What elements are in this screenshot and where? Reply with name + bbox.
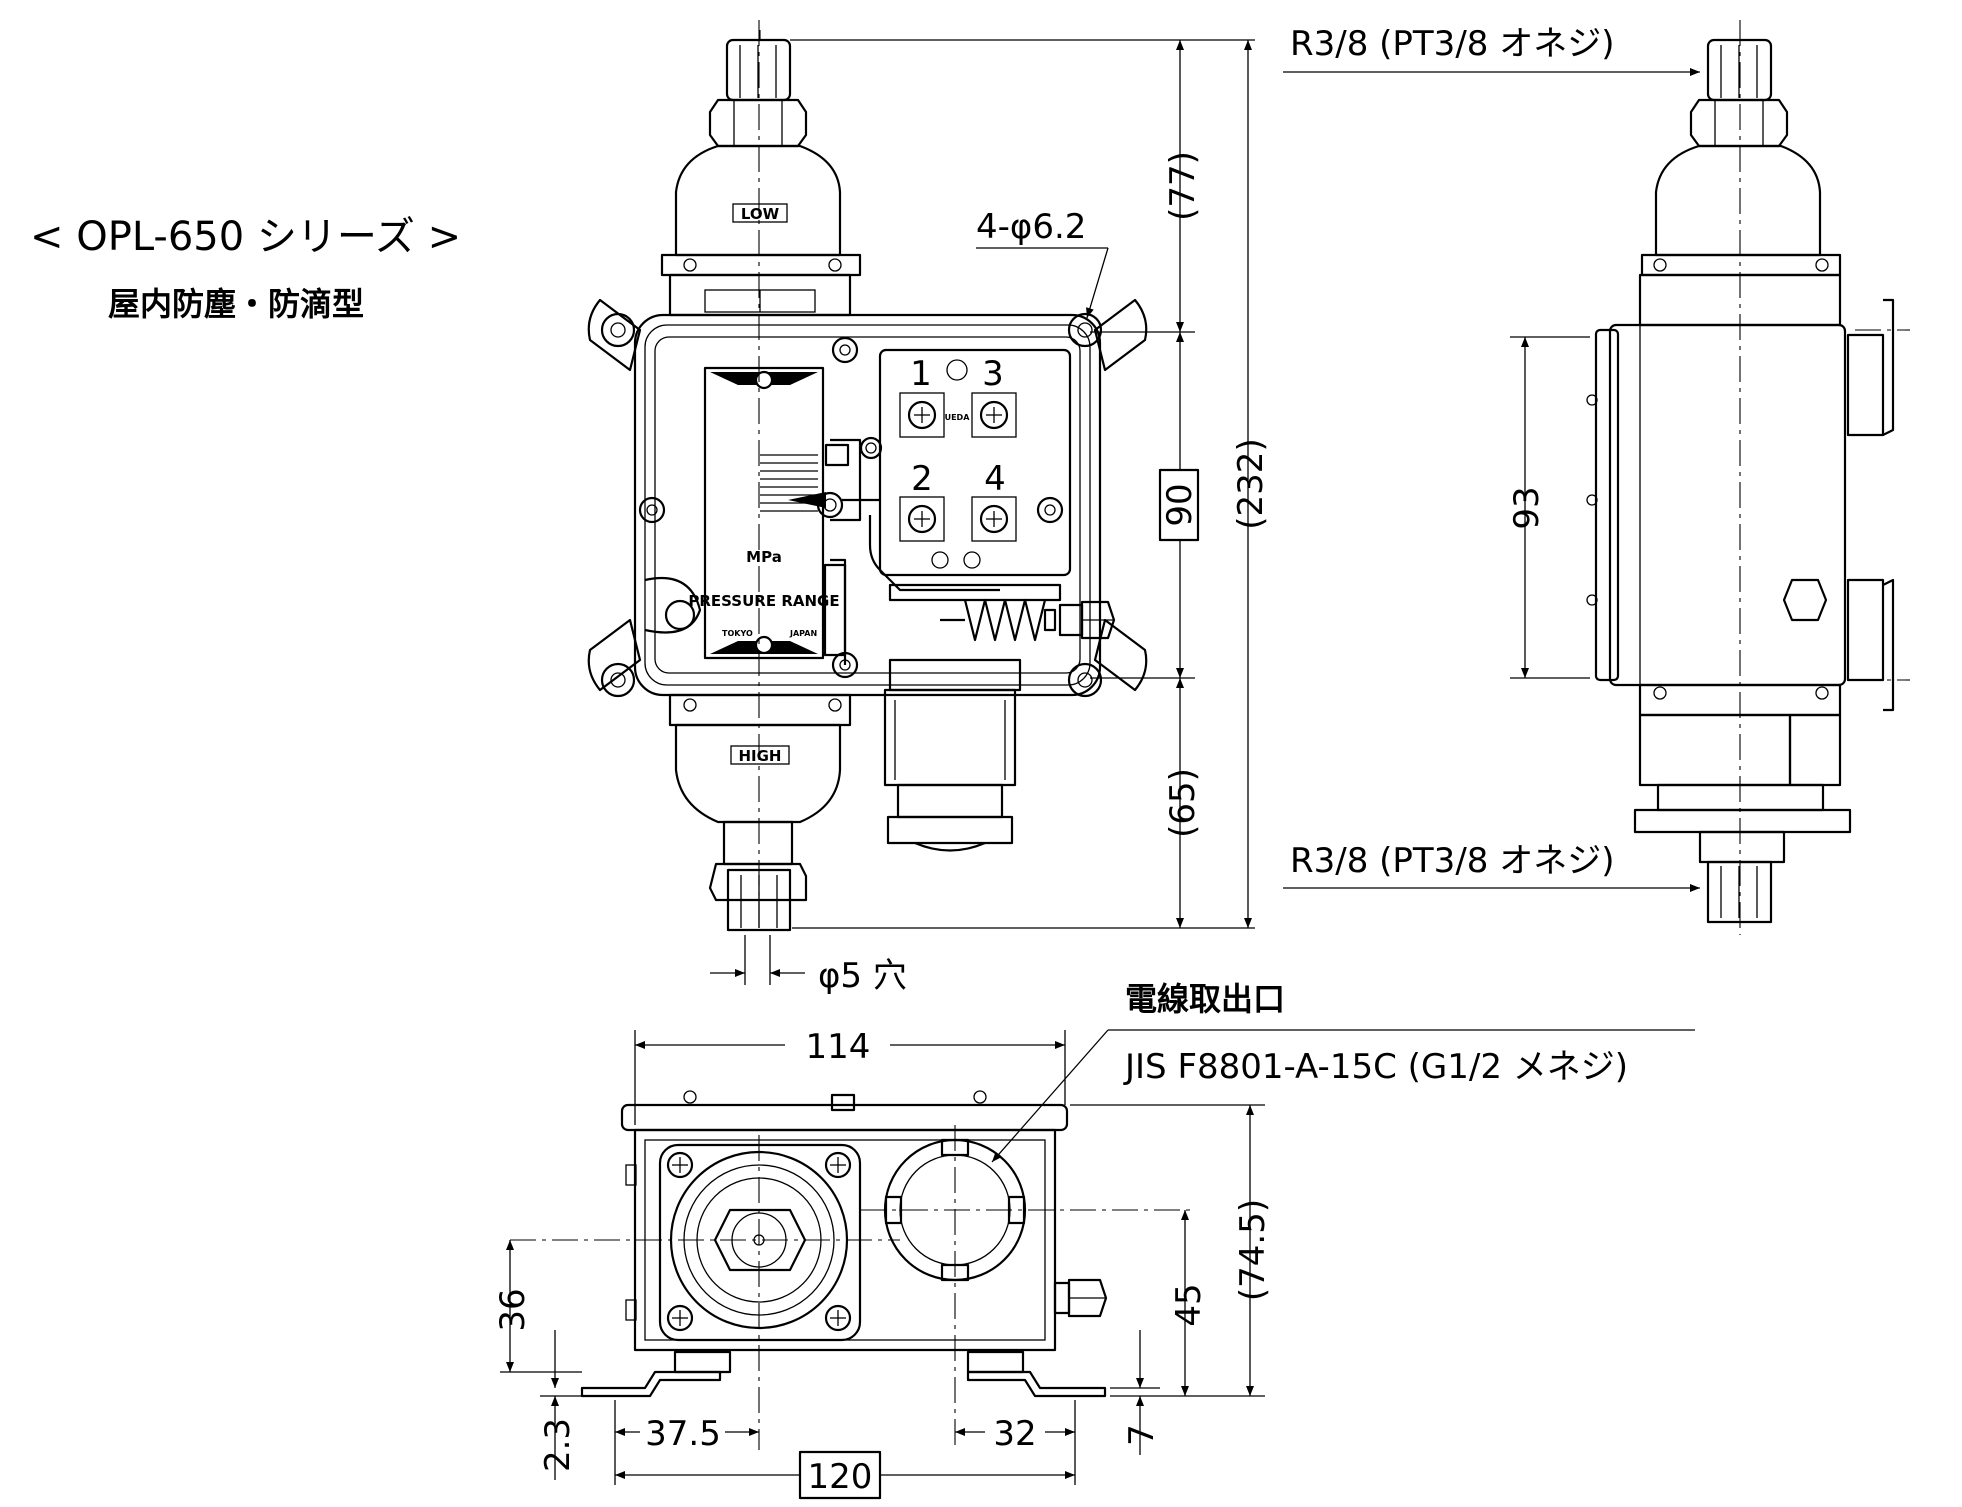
front-view: LOW <box>587 20 1148 932</box>
dim-36: 36 <box>493 1288 533 1331</box>
dim-7: 7 <box>1122 1424 1162 1446</box>
dim-77: (77) <box>1163 151 1203 221</box>
terminal-3: 3 <box>982 354 1004 394</box>
ueda-label: UEDA <box>945 413 971 422</box>
japan-label: JAPAN <box>789 629 817 638</box>
dim-114: 114 <box>806 1027 871 1067</box>
cable-spec-label: JIS F8801-A-15C (G1/2 メネジ) <box>1123 1047 1628 1087</box>
mount-holes-label: 4-φ6.2 <box>976 207 1086 247</box>
port-top-label: R3/8 (PT3/8 オネジ) <box>1290 24 1614 64</box>
pressure-range-label: PRESSURE RANGE <box>688 592 839 610</box>
series-title: < OPL-650 シリーズ > <box>30 214 461 260</box>
bottom-dimensions: 114 電線取出口 JIS F8801-A-15C (G1/2 メネジ) (74… <box>493 980 1695 1500</box>
side-dimensions: 93 R3/8 (PT3/8 オネジ) R3/8 (PT3/8 オネジ) <box>1283 24 1700 892</box>
bottom-view <box>510 1090 1190 1450</box>
dim-2-3: 2.3 <box>538 1418 578 1472</box>
series-subtitle: 屋内防塵・防滴型 <box>108 285 364 323</box>
tokyo-label: TOKYO <box>722 629 753 638</box>
dim-74-5: (74.5) <box>1233 1199 1273 1301</box>
hole-dia-label: φ5 穴 <box>818 956 907 996</box>
dim-32: 32 <box>993 1414 1036 1454</box>
dim-37-5: 37.5 <box>645 1414 721 1454</box>
dim-93: 93 <box>1507 486 1547 529</box>
cable-outlet-label: 電線取出口 <box>1125 980 1285 1018</box>
high-label: HIGH <box>738 747 781 765</box>
terminal-2: 2 <box>911 459 933 499</box>
dim-232: (232) <box>1231 438 1271 529</box>
dim-65: (65) <box>1163 768 1203 838</box>
mpa-label: MPa <box>746 548 782 566</box>
port-bottom-label: R3/8 (PT3/8 オネジ) <box>1290 841 1614 881</box>
low-label: LOW <box>741 205 780 223</box>
terminal-4: 4 <box>984 459 1006 499</box>
dim-120: 120 <box>808 1457 873 1497</box>
terminal-1: 1 <box>910 354 932 394</box>
dim-90: 90 <box>1160 483 1200 526</box>
front-dimensions: (77) 90 (65) (232) 4-φ6.2 φ5 穴 <box>710 39 1271 996</box>
side-view <box>1586 20 1910 935</box>
dim-45: 45 <box>1169 1283 1209 1326</box>
